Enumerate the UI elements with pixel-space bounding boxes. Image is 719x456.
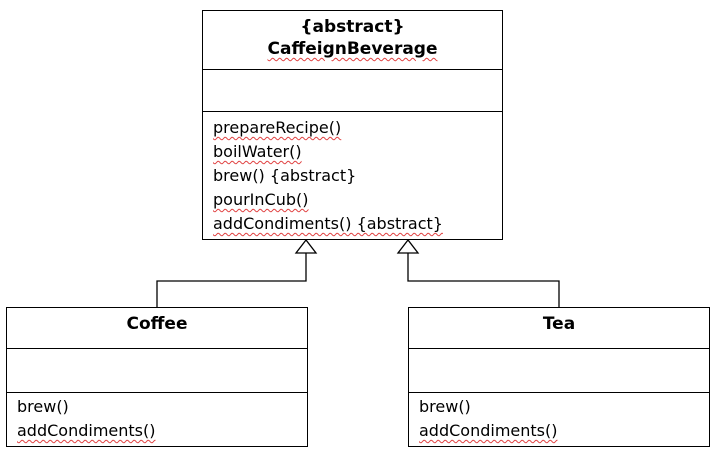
class-name: Coffee: [126, 314, 188, 334]
abstract-stereotype: {abstract}: [300, 17, 405, 37]
class-name-section: Coffee: [7, 308, 307, 348]
tea-generalization-arrowhead: [396, 238, 420, 254]
operation-add-condiments: addCondiments(): [419, 421, 558, 440]
tea-generalization-line: [407, 253, 560, 307]
operations-section: prepareRecipe() boilWater() brew() {abst…: [203, 111, 502, 239]
class-caffeign-beverage[interactable]: {abstract} CaffeignBeverage prepareRecip…: [202, 10, 503, 240]
class-name: CaffeignBeverage: [267, 39, 438, 59]
class-name-section: {abstract} CaffeignBeverage: [203, 11, 502, 69]
class-name: Tea: [542, 314, 576, 334]
attributes-section: [409, 348, 709, 392]
attributes-section: [203, 69, 502, 111]
operation-pour-in-cub: pourInCub(): [213, 190, 309, 209]
operation-add-condiments: addCondiments(): [17, 421, 156, 440]
coffee-generalization-arrowhead: [294, 238, 318, 254]
operation-brew: brew(): [17, 397, 69, 416]
operation-brew: brew() {abstract}: [213, 166, 357, 185]
operation-prepare-recipe: prepareRecipe(): [213, 118, 342, 137]
class-name-section: Tea: [409, 308, 709, 348]
operation-add-condiments: addCondiments() {abstract}: [213, 214, 443, 233]
class-coffee[interactable]: Coffee brew() addCondiments(): [6, 307, 308, 447]
operation-brew: brew(): [419, 397, 471, 416]
operation-boil-water: boilWater(): [213, 142, 302, 161]
operations-section: brew() addCondiments(): [7, 392, 307, 445]
attributes-section: [7, 348, 307, 392]
operations-section: brew() addCondiments(): [409, 392, 709, 445]
coffee-generalization-line: [156, 253, 307, 307]
class-tea[interactable]: Tea brew() addCondiments(): [408, 307, 710, 447]
